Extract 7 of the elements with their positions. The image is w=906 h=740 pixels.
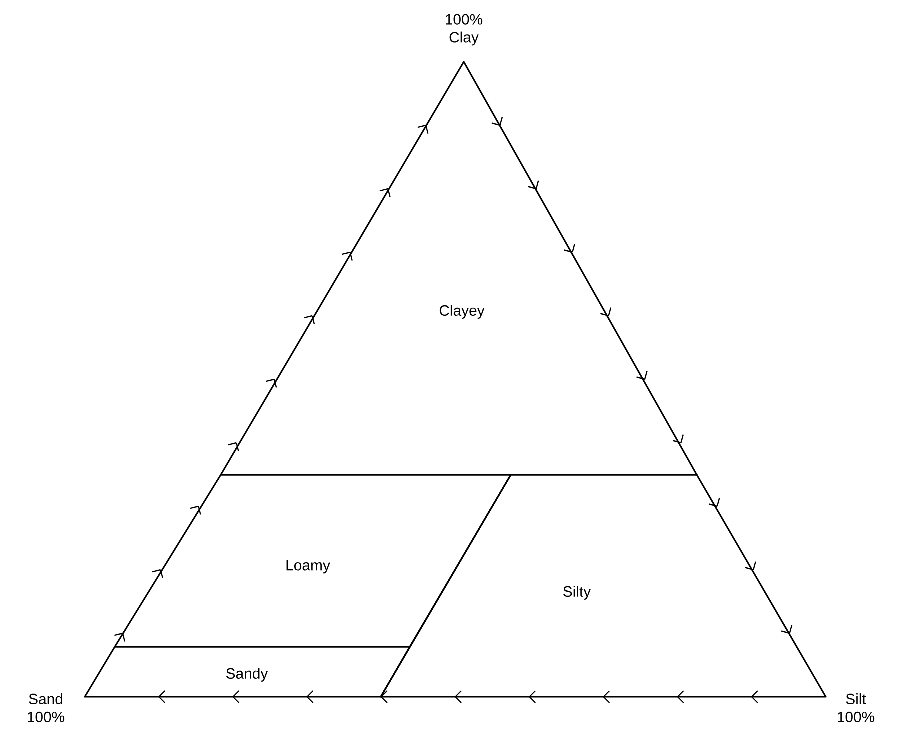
region: Clayey: [220, 61, 698, 476]
corner-label: Silt 100%: [838, 694, 875, 722]
region: Loamy: [114, 474, 512, 648]
region: Silty: [380, 474, 827, 698]
corner-label: Sand 100%: [28, 694, 65, 722]
corner-label: 100% Clay: [446, 14, 483, 46]
region: Sandy: [84, 646, 411, 698]
